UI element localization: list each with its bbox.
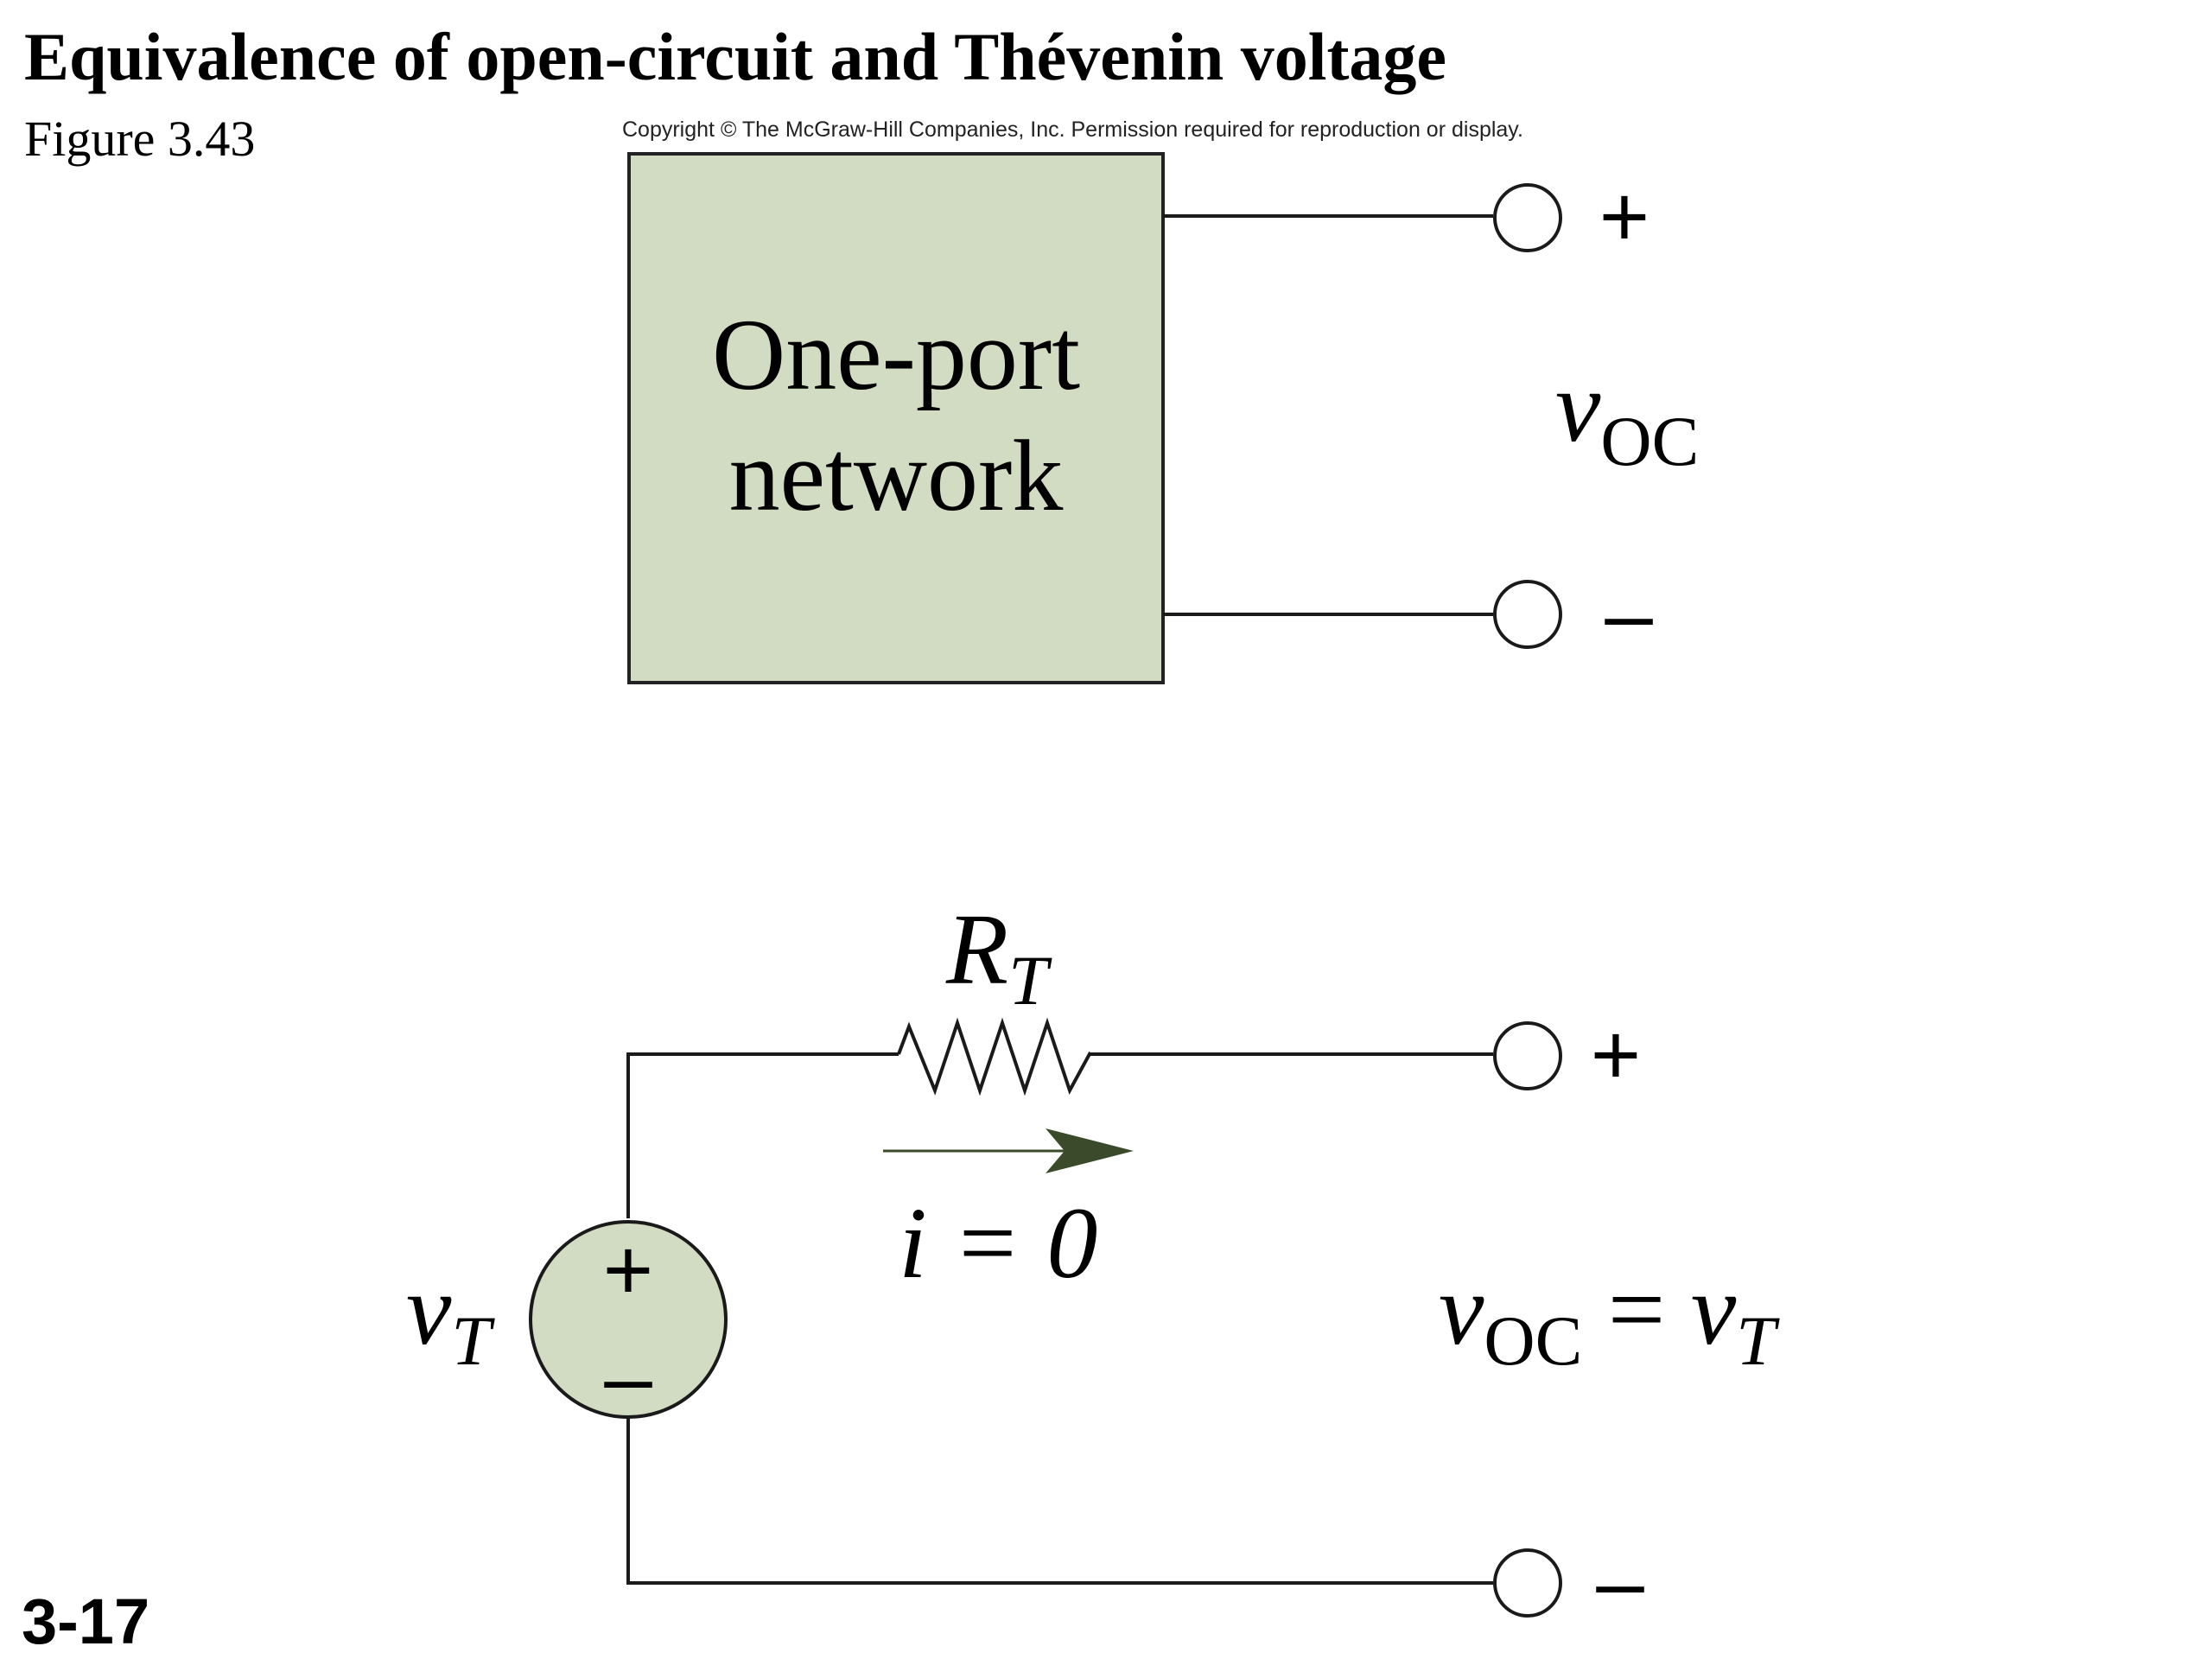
top-plus-sign: + bbox=[1599, 168, 1649, 265]
copyright-notice: Copyright © The McGraw-Hill Companies, I… bbox=[622, 118, 1523, 142]
current-arrowhead bbox=[1046, 1128, 1134, 1173]
top-terminal-minus bbox=[1493, 580, 1562, 649]
resistor-rt-label: RT bbox=[945, 893, 1052, 1020]
voc-equals-vt-label: vOC = vT bbox=[1439, 1253, 1780, 1380]
current-label: i = 0 bbox=[899, 1186, 1097, 1300]
top-minus-sign: – bbox=[1605, 566, 1653, 663]
figure-label: Figure 3.43 bbox=[24, 111, 255, 167]
top-circuit: One-port network + – vOC bbox=[627, 152, 1699, 684]
resistor-zigzag bbox=[897, 1017, 1092, 1096]
slide-number: 3-17 bbox=[22, 1586, 149, 1657]
one-port-network-box bbox=[627, 152, 1165, 684]
bottom-plus-sign: + bbox=[1591, 1007, 1641, 1103]
box-label-line1: One-port bbox=[712, 298, 1080, 411]
source-minus-sign: – bbox=[604, 1329, 652, 1426]
bottom-minus-sign: – bbox=[1596, 1534, 1644, 1630]
box-label-line2: network bbox=[729, 419, 1064, 532]
bottom-terminal-plus bbox=[1493, 1021, 1562, 1090]
bottom-circuit: + – + – vT RT i = 0 vOC = vT bbox=[406, 893, 1780, 1630]
slide-title: Equivalence of open-circuit and Thévenin… bbox=[24, 19, 1446, 94]
bottom-return-wire bbox=[626, 1417, 1493, 1585]
source-plus-sign: + bbox=[603, 1222, 653, 1319]
left-wire-upper bbox=[626, 1052, 899, 1218]
voltage-source bbox=[529, 1220, 728, 1419]
source-vt-label: vT bbox=[406, 1253, 495, 1380]
bottom-terminal-minus bbox=[1493, 1548, 1562, 1618]
top-voc-label: vOC bbox=[1555, 350, 1699, 480]
top-terminal-plus bbox=[1493, 183, 1562, 252]
